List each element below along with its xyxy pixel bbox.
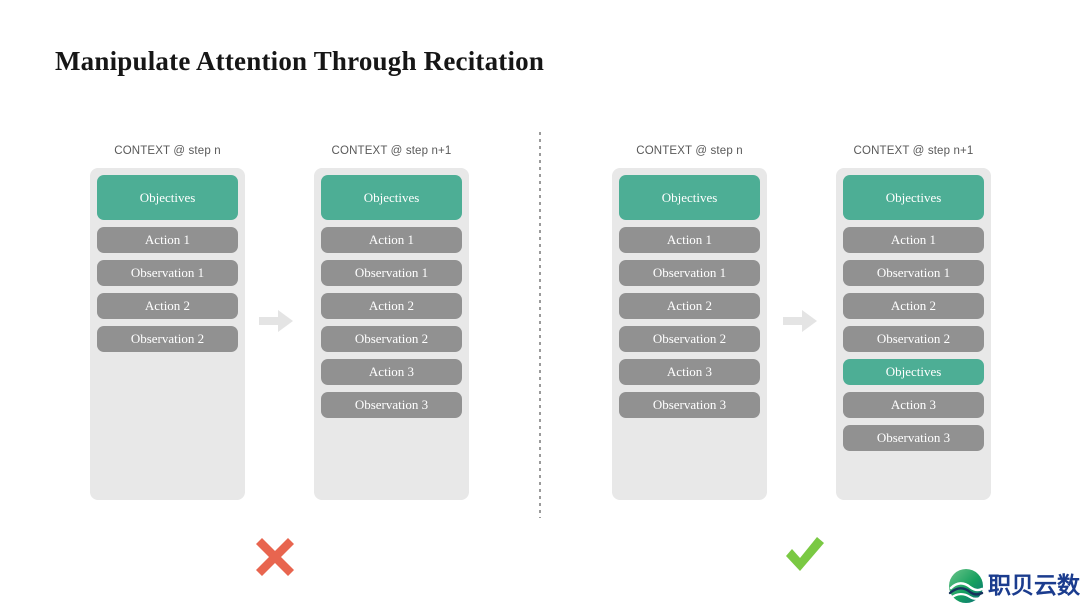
vertical-dotted-divider <box>539 132 541 518</box>
right-arrow-icon <box>783 310 817 332</box>
context-block-action[interactable]: Action 2 <box>321 293 462 319</box>
context-block-action[interactable]: Action 2 <box>843 293 984 319</box>
context-block-objectives[interactable]: Objectives <box>843 175 984 220</box>
check-mark-icon <box>782 532 826 576</box>
column-header: CONTEXT @ step n <box>636 145 743 157</box>
context-stack: Objectives Action 1 Observation 1 Action… <box>314 168 469 500</box>
brand-logo: 职贝云数 <box>948 566 1080 606</box>
context-stack: Objectives Action 1 Observation 1 Action… <box>836 168 991 500</box>
context-block-action[interactable]: Action 3 <box>321 359 462 385</box>
context-block-observation[interactable]: Observation 1 <box>321 260 462 286</box>
context-block-action[interactable]: Action 2 <box>619 293 760 319</box>
context-block-action[interactable]: Action 3 <box>843 392 984 418</box>
column-header: CONTEXT @ step n+1 <box>853 145 974 157</box>
context-block-action[interactable]: Action 1 <box>97 227 238 253</box>
context-block-action[interactable]: Action 1 <box>619 227 760 253</box>
context-block-observation[interactable]: Observation 2 <box>843 326 984 352</box>
cross-mark-icon <box>253 532 297 576</box>
column-header: CONTEXT @ step n+1 <box>331 145 452 157</box>
context-block-observation[interactable]: Observation 1 <box>843 260 984 286</box>
context-block-observation[interactable]: Observation 2 <box>619 326 760 352</box>
context-block-objectives[interactable]: Objectives <box>619 175 760 220</box>
context-block-observation[interactable]: Observation 2 <box>97 326 238 352</box>
context-stack: Objectives Action 1 Observation 1 Action… <box>612 168 767 500</box>
context-block-action[interactable]: Action 1 <box>321 227 462 253</box>
context-column-bad-step-n-plus-1: CONTEXT @ step n+1 Objectives Action 1 O… <box>314 143 469 500</box>
context-block-objectives[interactable]: Objectives <box>97 175 238 220</box>
context-block-action[interactable]: Action 3 <box>619 359 760 385</box>
wave-circle-icon <box>948 568 984 604</box>
right-arrow-icon <box>259 310 293 332</box>
context-column-bad-step-n: CONTEXT @ step n Objectives Action 1 Obs… <box>90 143 245 500</box>
context-column-good-step-n-plus-1: CONTEXT @ step n+1 Objectives Action 1 O… <box>836 143 991 500</box>
context-block-objectives[interactable]: Objectives <box>321 175 462 220</box>
brand-name: 职贝云数 <box>988 572 1080 599</box>
context-block-observation[interactable]: Observation 3 <box>321 392 462 418</box>
context-block-observation[interactable]: Observation 3 <box>843 425 984 451</box>
context-block-objectives-recited[interactable]: Objectives <box>843 359 984 385</box>
context-block-observation[interactable]: Observation 1 <box>97 260 238 286</box>
page-title: Manipulate Attention Through Recitation <box>55 46 545 76</box>
context-block-observation[interactable]: Observation 1 <box>619 260 760 286</box>
context-block-action[interactable]: Action 2 <box>97 293 238 319</box>
context-block-observation[interactable]: Observation 3 <box>619 392 760 418</box>
context-column-good-step-n: CONTEXT @ step n Objectives Action 1 Obs… <box>612 143 767 500</box>
context-block-observation[interactable]: Observation 2 <box>321 326 462 352</box>
context-stack: Objectives Action 1 Observation 1 Action… <box>90 168 245 500</box>
context-block-action[interactable]: Action 1 <box>843 227 984 253</box>
column-header: CONTEXT @ step n <box>114 145 221 157</box>
